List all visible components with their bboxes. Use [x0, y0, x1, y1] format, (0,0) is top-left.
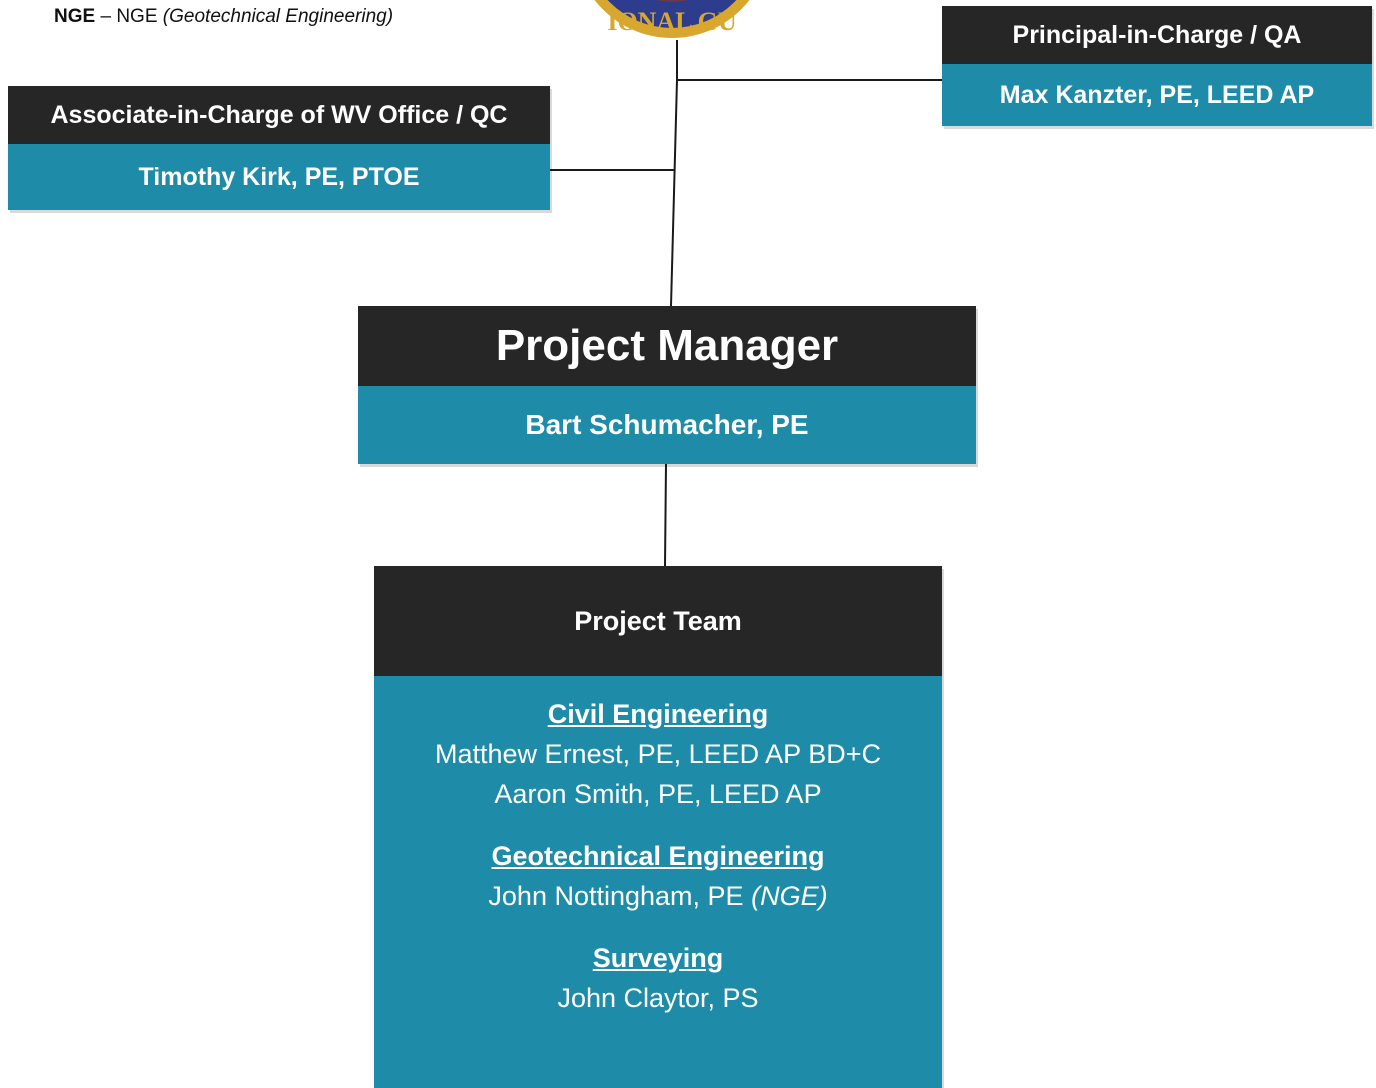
team-member: Aaron Smith, PE, LEED AP [494, 779, 822, 809]
section-title: Civil Engineering [547, 699, 769, 729]
principal-in-charge-box: Principal-in-Charge / QA Max Kanzter, PE… [942, 6, 1372, 126]
principal-name: Max Kanzter, PE, LEED AP [942, 64, 1372, 126]
legend-description: (Geotechnical Engineering) [162, 6, 394, 27]
project-team-box: Project Team Civil Engineering Matthew E… [374, 566, 942, 1088]
section-title: Geotechnical Engineering [491, 841, 825, 871]
project-manager-box: Project Manager Bart Schumacher, PE [358, 306, 976, 464]
project-team-title: Project Team [374, 566, 942, 676]
project-team-body: Civil Engineering Matthew Ernest, PE, LE… [374, 676, 942, 1088]
principal-title: Principal-in-Charge / QA [942, 6, 1372, 64]
connector-team [664, 463, 667, 567]
team-member: Matthew Ernest, PE, LEED AP BD+C [435, 739, 881, 769]
associate-title: Associate-in-Charge of WV Office / QC [8, 86, 550, 144]
project-manager-title: Project Manager [358, 306, 976, 386]
associate-in-charge-box: Associate-in-Charge of WV Office / QC Ti… [8, 86, 550, 210]
legend-separator: – [100, 6, 112, 27]
connector-trunk [670, 79, 678, 307]
member-affiliation: (NGE) [751, 881, 828, 911]
team-member: John Claytor, PS [557, 983, 759, 1013]
associate-name: Timothy Kirk, PE, PTOE [8, 144, 550, 210]
seal-text: IONAL GU [607, 7, 737, 36]
national-guard-seal: IONAL GU [594, 0, 750, 38]
legend: NGE – NGE (Geotechnical Engineering) [54, 6, 393, 28]
section-title: Surveying [592, 943, 724, 973]
legend-abbreviation: NGE [54, 6, 96, 27]
team-section-surveying: Surveying John Claytor, PS [374, 938, 942, 1018]
team-section-civil: Civil Engineering Matthew Ernest, PE, LE… [374, 694, 942, 814]
team-section-geotechnical: Geotechnical Engineering John Nottingham… [374, 836, 942, 916]
legend-firm: NGE [116, 6, 158, 27]
project-manager-name: Bart Schumacher, PE [358, 386, 976, 464]
team-member: John Nottingham, PE [488, 881, 744, 911]
team-member-row: John Nottingham, PE (NGE) [374, 876, 942, 916]
